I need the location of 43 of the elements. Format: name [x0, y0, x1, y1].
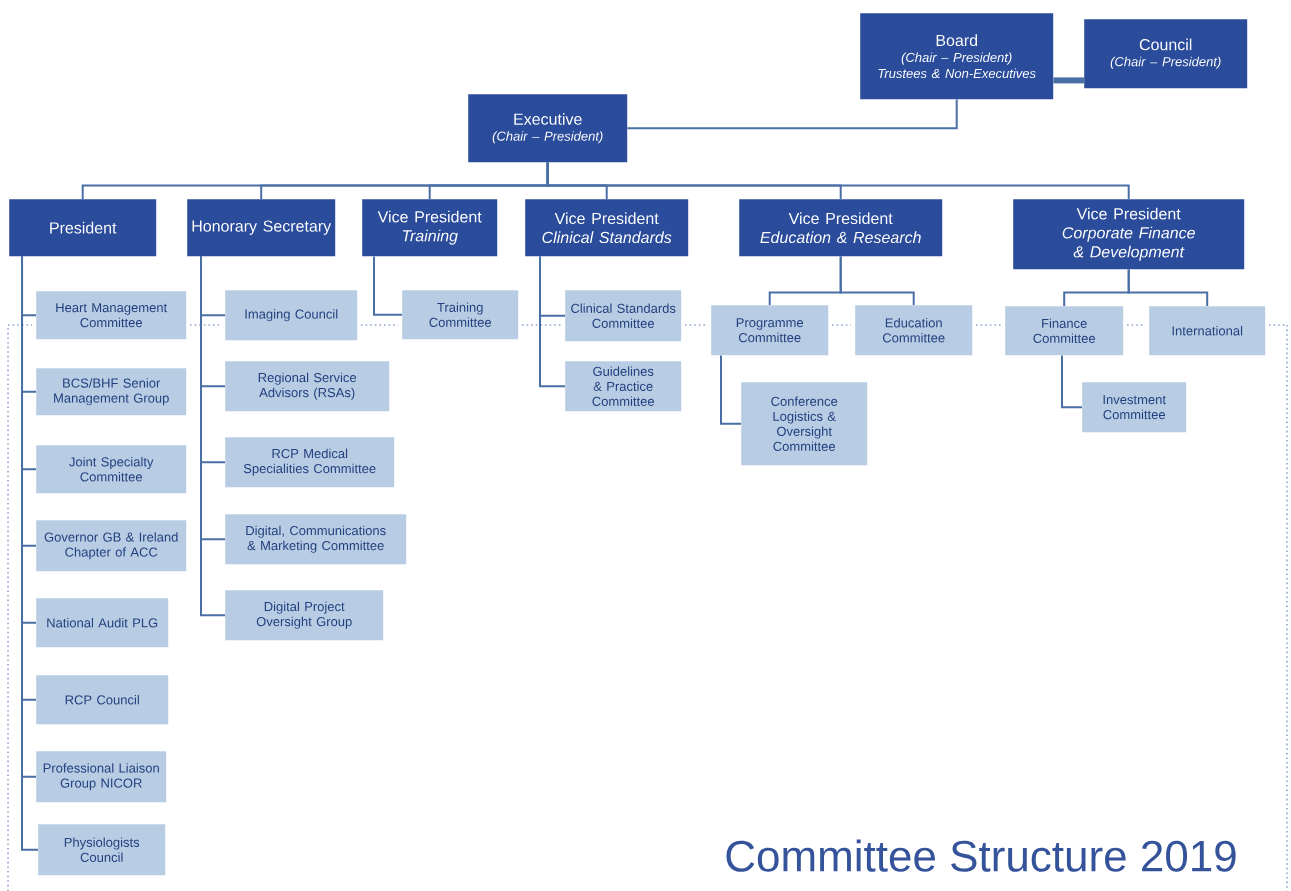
committee-box: Guidelines & Practice Committee	[565, 361, 682, 412]
connector-line	[21, 255, 39, 851]
committee-box: BCS/BHF Senior Management Group	[36, 368, 187, 416]
committee-box: Programme Committee	[711, 305, 829, 356]
committee-box: Professional Liaison Group NICOR	[36, 751, 167, 803]
committee-box: Imaging Council	[225, 290, 358, 341]
connector-line	[1061, 354, 1083, 409]
committee-box: Conference Logistics & Oversight Committee	[741, 382, 868, 466]
role-box: Vice President Corporate Finance & Development	[1013, 199, 1245, 270]
title: Committee Structure 2019	[726, 839, 1236, 872]
role-box: Vice President Clinical Standards	[525, 199, 689, 257]
connector-line	[373, 255, 403, 316]
role-box: Vice President Education & Research	[739, 199, 943, 257]
committee-box: Regional Service Advisors (RSAs)	[225, 361, 390, 412]
role-box: Council (Chair – President)	[1084, 19, 1248, 89]
committee-box: National Audit PLG	[36, 598, 169, 648]
connector-line	[1053, 77, 1084, 84]
role-box: Vice President Training	[362, 199, 498, 257]
connector-line	[626, 98, 958, 130]
role-box: Executive (Chair – President)	[468, 94, 628, 163]
committee-box: International	[1149, 306, 1266, 356]
committee-box: Investment Committee	[1082, 382, 1187, 433]
connector-line	[546, 161, 1130, 200]
connector-line	[839, 255, 915, 306]
committee-box: Heart Management Committee	[36, 291, 187, 340]
connector-line	[539, 255, 566, 388]
committee-box: Joint Specialty Committee	[36, 445, 187, 494]
committee-box: Training Committee	[402, 290, 519, 340]
committee-box: Physiologists Council	[38, 824, 166, 876]
role-box: Board (Chair – President) Trustees & Non-Executives	[860, 13, 1054, 100]
connector-line	[200, 255, 226, 617]
committee-box: Clinical Standards Committee	[565, 290, 682, 342]
role-box: President	[9, 199, 157, 257]
committee-box: Digital Project Oversight Group	[225, 590, 384, 641]
connector-line	[1127, 268, 1209, 307]
committee-box: Digital, Communications & Marketing Committee	[225, 514, 407, 565]
committee-box: Finance Committee	[1005, 306, 1124, 356]
role-box: Honorary Secretary	[187, 199, 336, 257]
committee-box: RCP Council	[36, 675, 169, 725]
committee-box: Governor GB & Ireland Chapter of ACC	[36, 520, 187, 572]
committee-box: RCP Medical Specialities Committee	[225, 437, 395, 488]
committee-box: Education Committee	[855, 305, 973, 356]
connector-line	[720, 354, 742, 425]
